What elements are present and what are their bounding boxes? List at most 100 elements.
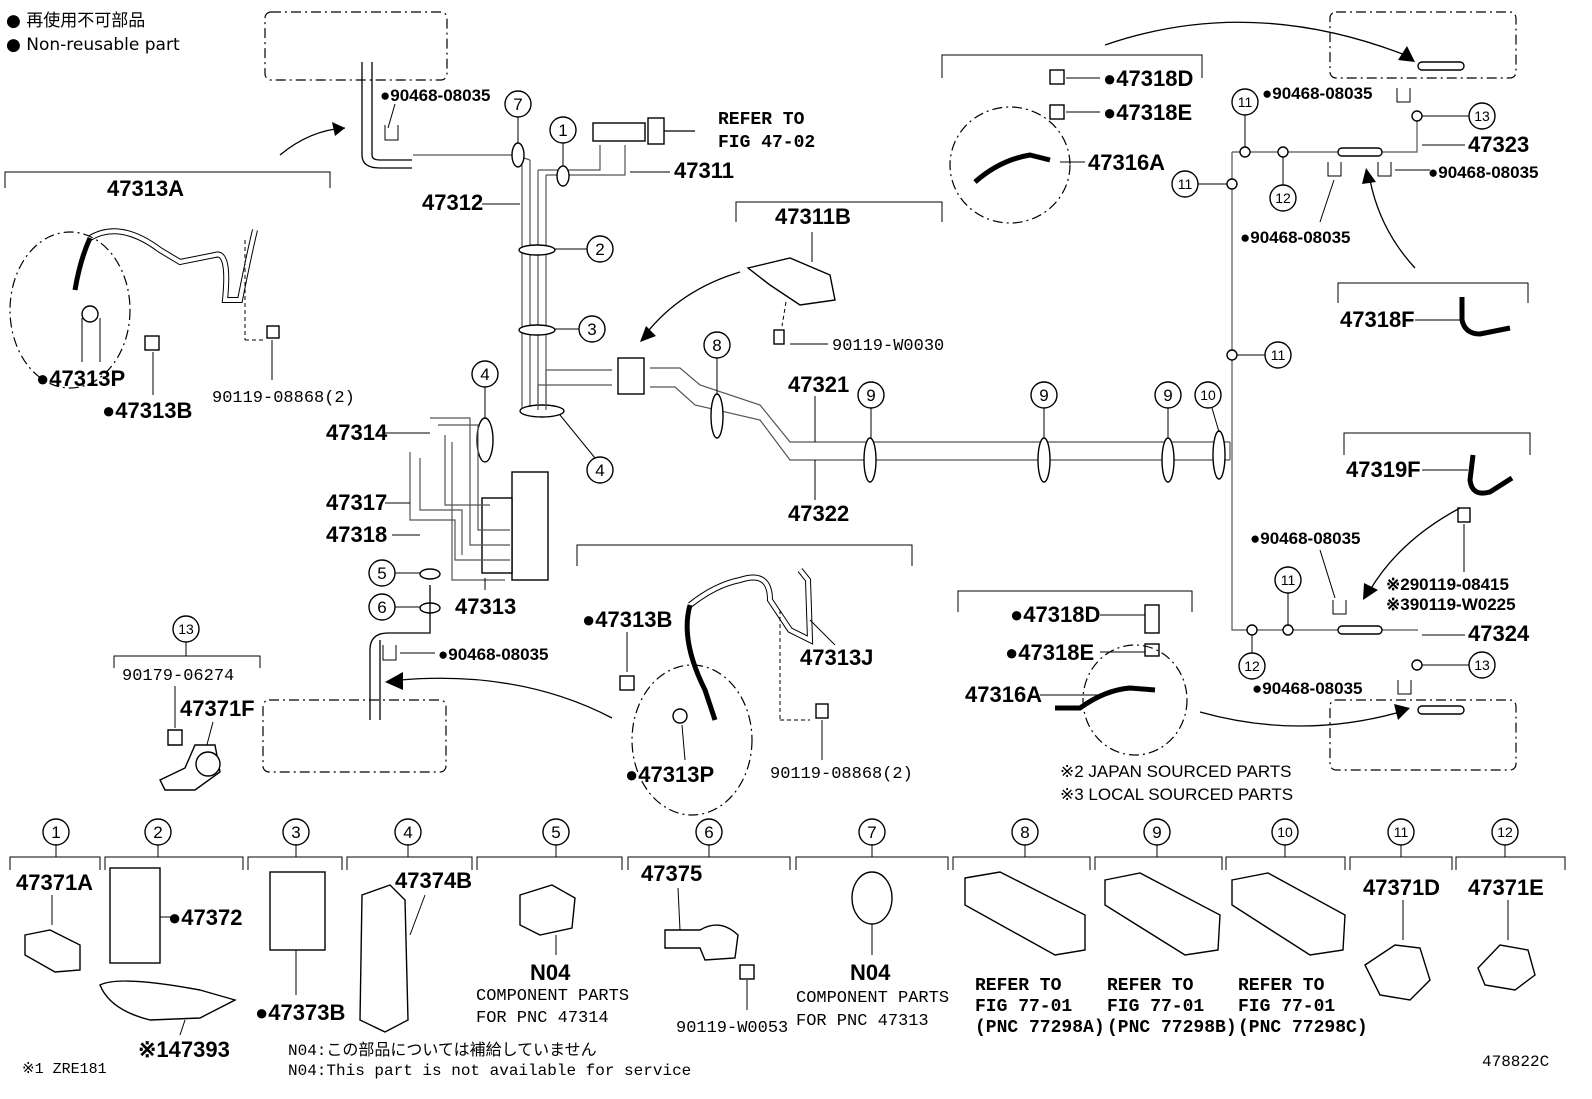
callout-8: 8 [703,331,731,394]
panel-6: 6 47375 90119-W0053 [627,818,791,1038]
panel-3: 3 ●47373B [247,818,345,1025]
bolt-47319F [1457,507,1471,523]
footer-n04-jp: N04:この部品については補給していません [288,1041,597,1060]
svg-text:8: 8 [1020,823,1029,842]
label-47318F: 47318F [1340,307,1415,332]
label-n04-b: N04 [850,960,891,985]
clip-47371E [1477,944,1536,991]
label-47313B-c: ●47313B [582,607,672,632]
svg-text:10: 10 [1200,387,1216,403]
panel-2: 2 ●47372 ※147393 [99,818,244,1062]
bolt-47318D-t [1049,69,1065,85]
callout-9-b: 9 [1030,381,1058,438]
joint-block [617,357,645,395]
grommet-pnc47313 [851,871,893,925]
svg-text:3: 3 [587,320,596,339]
svg-text:6: 6 [704,823,713,842]
svg-text:6: 6 [377,598,386,617]
clip-bl [382,645,397,661]
label-fig-9: FIG 77-01 [1107,997,1204,1017]
callout-13-pad: 13 [172,615,200,656]
callout-6: 6 [368,593,420,621]
label-47318D-t: ●47318D [1103,66,1193,91]
arrow-right-bottom [1199,711,1401,727]
panel-5: 5 N04 COMPONENT PARTS FOR PNC 47314 [476,818,629,1028]
label-refer-9: REFER TO [1107,976,1194,996]
hose-47324 [1337,625,1383,635]
callout-11-d: 11 [1274,566,1302,625]
abs-pipes [409,417,510,581]
label-47312: 47312 [422,190,483,215]
clamp-9-b [1037,437,1051,483]
bolt-47313B [144,335,160,351]
label-47317: 47317 [326,490,387,515]
svg-text:12: 12 [1275,190,1291,206]
label-bolt-local: ※390119-W0225 [1386,595,1516,614]
label-47316A-b: 47316A [965,682,1042,707]
label-clip-tl: ●90468-08035 [380,86,490,105]
label-pnc-10: (PNC 77298C) [1238,1018,1368,1038]
hose-47313A [88,228,258,303]
label-47375: 47375 [641,861,702,886]
bolt-90119-c [815,703,829,719]
label-pnc-9: (PNC 77298B) [1107,1018,1237,1038]
nut-pad [167,729,183,746]
bolt-w0030 [773,329,785,345]
svg-text:13: 13 [1474,108,1490,124]
svg-text:13: 13 [1474,657,1490,673]
bottom-panel-row: 1 47371A 2 ●47372 ※147393 3 ●473 [9,818,1566,1062]
bolt-47313B-c [619,675,635,691]
hose-47313A-end [72,236,93,291]
svg-text:12: 12 [1244,658,1260,674]
callout-12-b: 12 [1238,635,1266,680]
pipe-bundle-vertical [521,160,547,410]
label-47371E: 47371E [1468,875,1544,900]
label-refer-8: REFER TO [975,976,1062,996]
svg-text:10: 10 [1277,824,1293,840]
callout-3: 3 [555,315,606,343]
panel-1: 1 47371A [9,818,101,973]
footer-n04-en: N04:This part is not available for servi… [288,1062,691,1080]
label-47313: 47313 [455,594,516,619]
callout-2: 2 [555,235,614,263]
hose-47318F [1459,297,1511,337]
svg-text:1: 1 [51,823,60,842]
svg-text:7: 7 [513,95,522,114]
footer-zre: ※1 ZRE181 [22,1061,107,1078]
cover-47393 [99,980,237,1021]
pipe-right-vertical [1231,118,1418,631]
brake-tube-tl [371,62,412,161]
label-47313P-c: ●47313P [625,762,714,787]
label-47374B: 47374B [395,868,472,893]
label-for-a: FOR PNC 47314 [476,1009,609,1028]
clamp-9-c [1161,437,1175,483]
label-47318E-b: ●47318E [1005,640,1094,665]
label-fig-4702: FIG 47-02 [718,133,815,153]
arrow-head-tl [332,122,345,136]
label-clip-r5: ●90468-08035 [1252,679,1362,698]
label-pnc-8: (PNC 77298A) [975,1018,1105,1038]
label-47323: 47323 [1468,132,1529,157]
callout-11-c: 11 [1237,341,1292,369]
bracket-right-bottom [957,590,1193,612]
label-47314: 47314 [326,420,388,445]
callout-5: 5 [368,559,420,587]
clamp-9-a [863,437,877,483]
clamp-47371A [24,929,81,973]
body-frame-tl [264,11,448,81]
label-clip-r1: ●90468-08035 [1262,84,1372,103]
label-fig-8: FIG 77-01 [975,997,1072,1017]
callout-11-a: 11 [1231,88,1259,147]
label-bolt-l: 90119-08868(2) [212,389,355,408]
arrow-47319F [1369,507,1461,591]
label-clip-bl: ●90468-08035 [438,645,548,664]
brake-tube-tl-2 [361,62,412,169]
svg-text:9: 9 [1152,823,1161,842]
arrow-bl [399,677,613,719]
clip-r1 [1396,88,1411,103]
label-47311: 47311 [674,158,734,183]
bracket-47313J [576,544,913,566]
callout-9-c: 9 [1154,381,1182,438]
clamp-3 [518,324,556,336]
